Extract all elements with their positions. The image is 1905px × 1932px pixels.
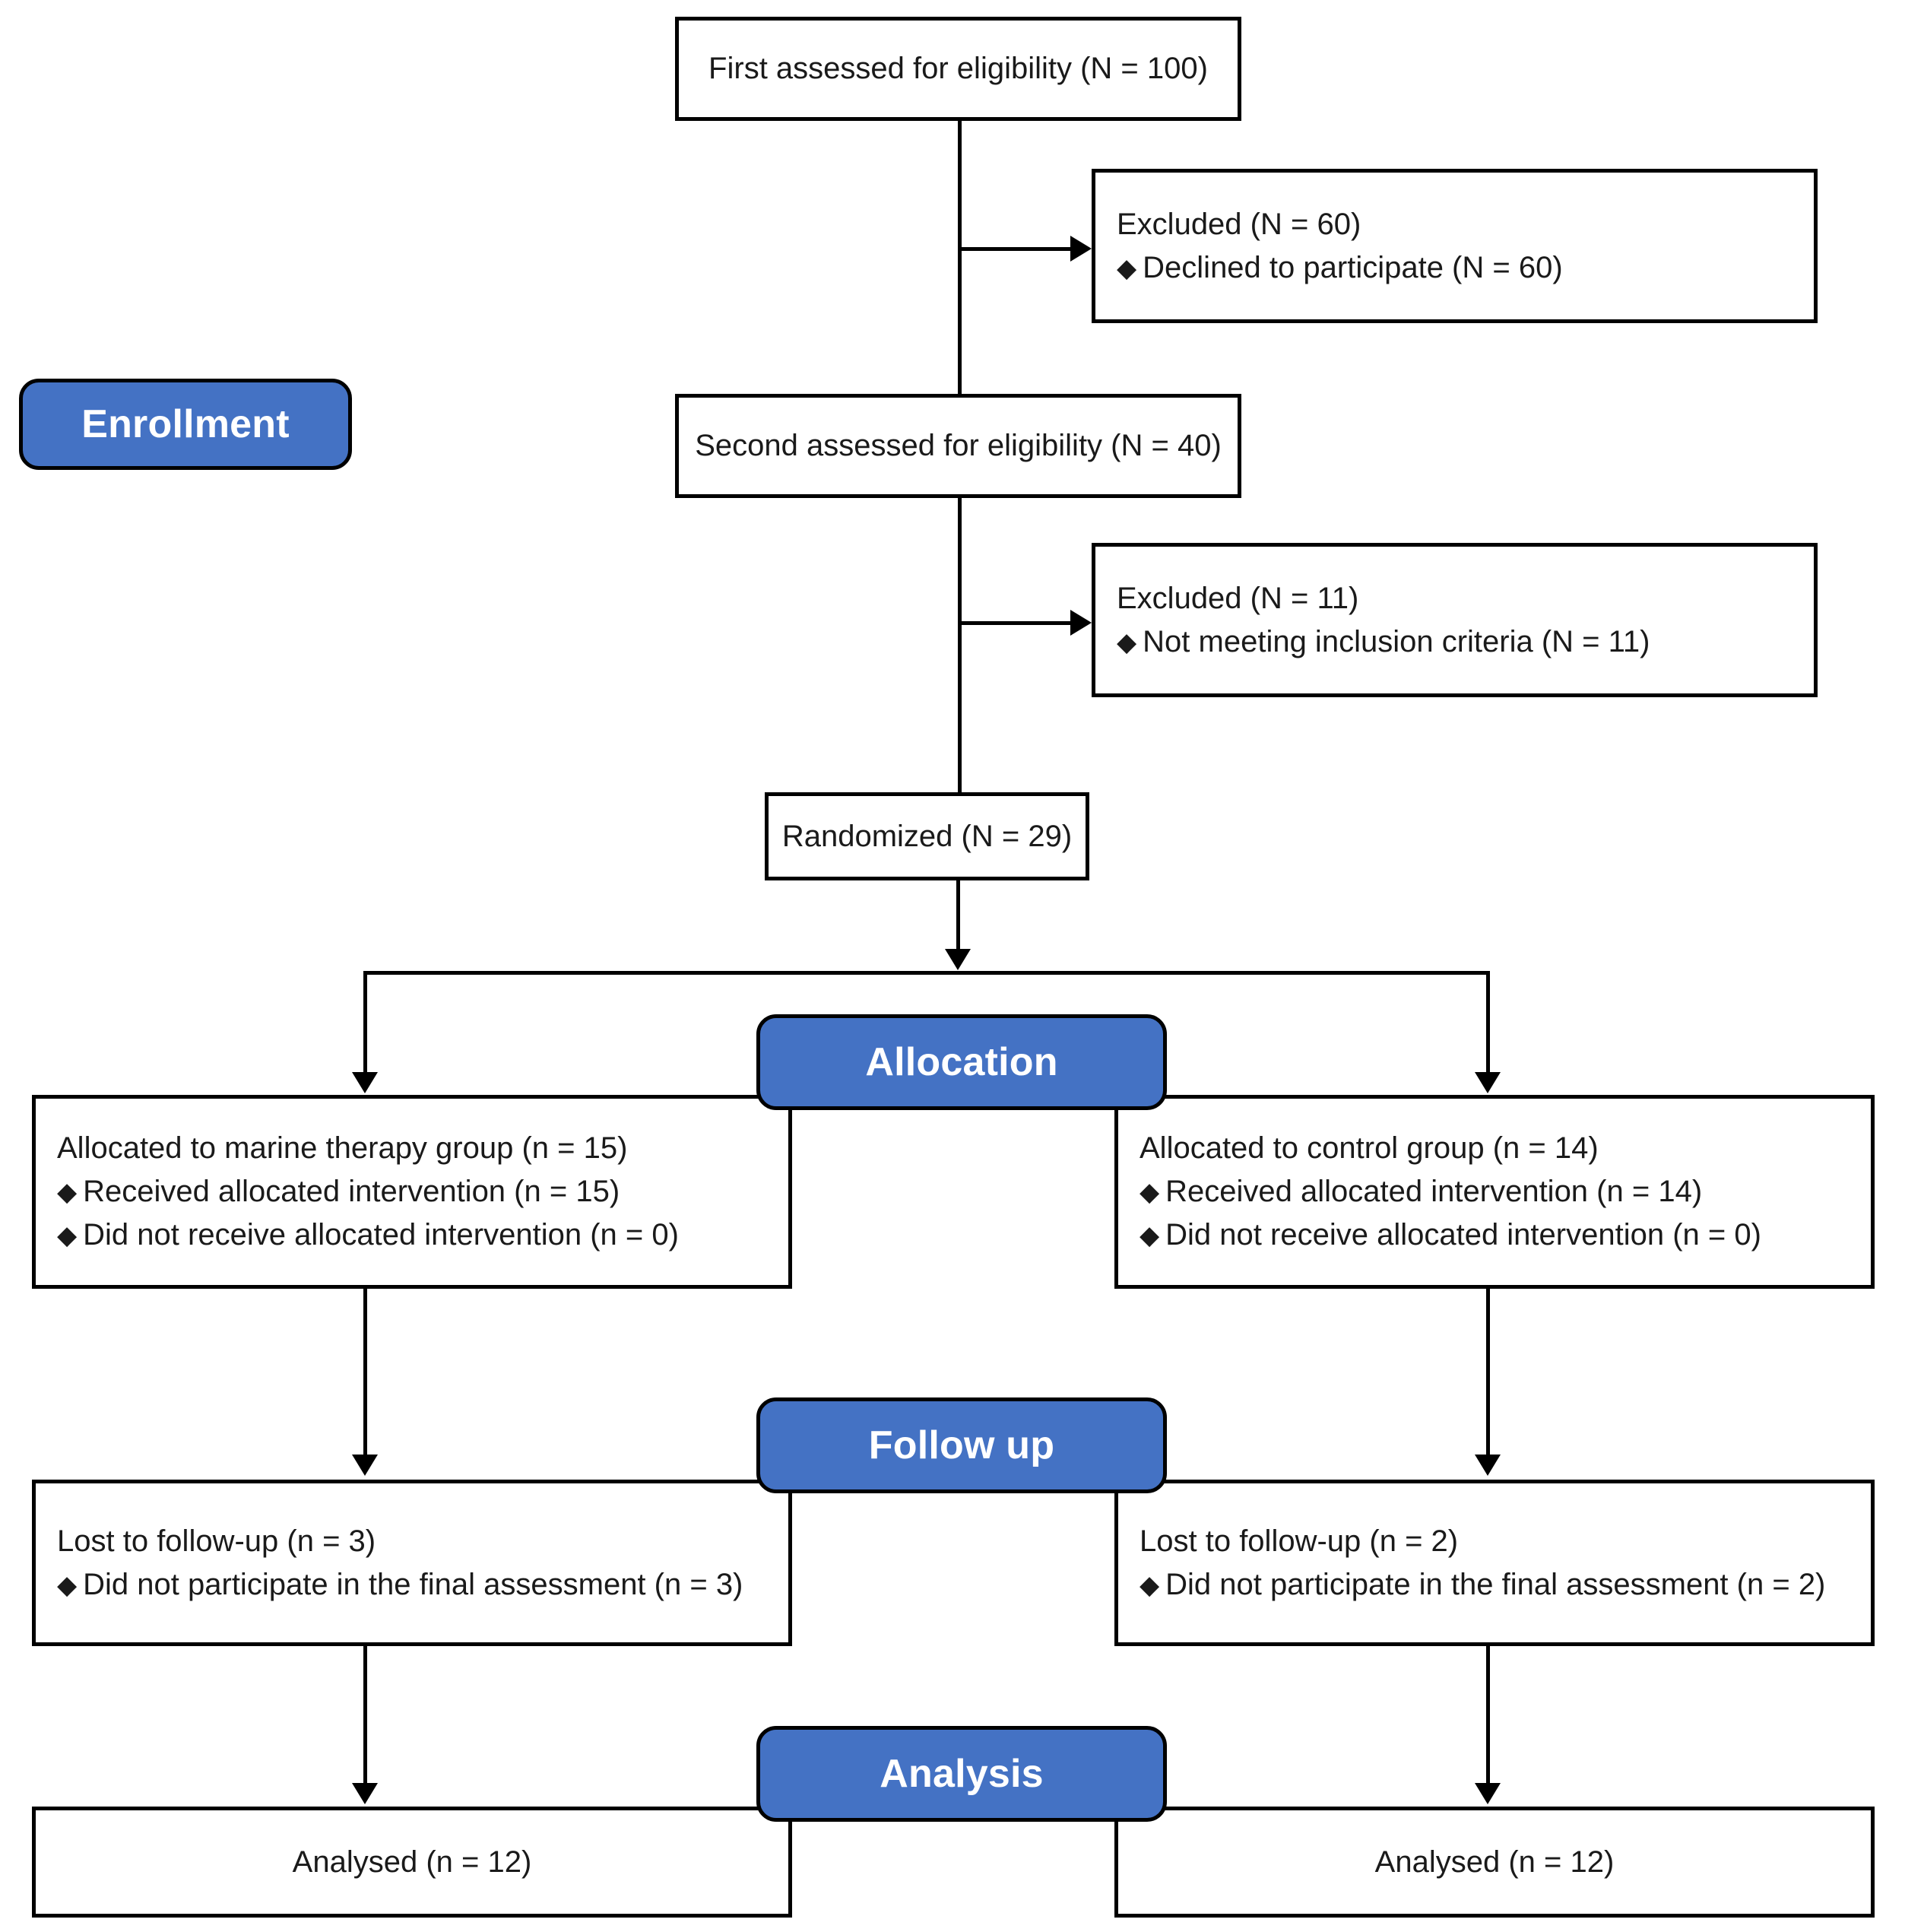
node-allocation-left-title: Allocated to marine therapy group (n = 1… [57, 1131, 628, 1166]
arrow-first-exclusion-icon [1070, 236, 1092, 262]
bullet-diamond-icon: ◆ [1140, 1220, 1160, 1250]
arrow-randomized-split-icon [945, 949, 971, 970]
arrow-allocation-right-icon [1475, 1072, 1501, 1093]
node-allocation-right: Allocated to control group (n = 14) ◆Rec… [1114, 1095, 1875, 1289]
connector-allocation-right-drop [1486, 971, 1490, 1074]
node-randomized: Randomized (N = 29) [765, 792, 1089, 880]
connector-analysis-left [363, 1645, 367, 1785]
connector-analysis-right [1486, 1645, 1490, 1785]
bullet-diamond-icon: ◆ [1117, 627, 1137, 657]
node-second-assessed-text: Second assessed for eligibility (N = 40) [695, 429, 1222, 463]
node-followup-left-detail-1-text: Did not participate in the final assessm… [83, 1567, 743, 1601]
node-allocation-right-detail-2: ◆Did not receive allocated intervention … [1140, 1213, 1761, 1257]
connector-first-to-second [958, 120, 962, 395]
node-analysis-right: Analysed (n = 12) [1114, 1807, 1875, 1918]
stage-label-enrollment-text: Enrollment [81, 402, 290, 446]
node-allocation-left-detail-1-text: Received allocated intervention (n = 15) [83, 1175, 620, 1209]
connector-allocation-split-bar [363, 971, 1490, 975]
bullet-diamond-icon: ◆ [57, 1570, 78, 1600]
node-analysis-left-text: Analysed (n = 12) [292, 1845, 532, 1879]
stage-label-followup: Follow up [756, 1397, 1167, 1493]
node-allocation-right-title: Allocated to control group (n = 14) [1140, 1131, 1599, 1166]
connector-followup-left [363, 1287, 367, 1456]
node-allocation-right-detail-1-text: Received allocated intervention (n = 14) [1165, 1175, 1703, 1209]
bullet-diamond-icon: ◆ [57, 1178, 78, 1207]
node-excluded-second-title: Excluded (N = 11) [1117, 581, 1359, 615]
node-followup-left-detail-1: ◆Did not participate in the final assess… [57, 1563, 743, 1607]
node-followup-right-detail-1-text: Did not participate in the final assessm… [1165, 1567, 1826, 1601]
stage-label-allocation: Allocation [756, 1014, 1167, 1110]
connector-followup-right [1486, 1287, 1490, 1456]
arrow-allocation-left-icon [352, 1072, 378, 1093]
node-followup-right-detail-1: ◆Did not participate in the final assess… [1140, 1563, 1825, 1607]
connector-first-exclusion [958, 247, 1072, 251]
arrow-analysis-left-icon [352, 1783, 378, 1804]
arrow-analysis-right-icon [1475, 1783, 1501, 1804]
connector-allocation-left-drop [363, 971, 367, 1074]
node-allocation-left-detail-2: ◆Did not receive allocated intervention … [57, 1213, 679, 1257]
node-excluded-second-reason-1-text: Not meeting inclusion criteria (N = 11) [1143, 624, 1650, 658]
node-followup-right-title: Lost to follow-up (n = 2) [1140, 1524, 1459, 1558]
node-followup-left: Lost to follow-up (n = 3) ◆Did not parti… [32, 1480, 792, 1646]
node-randomized-text: Randomized (N = 29) [781, 819, 1073, 853]
bullet-diamond-icon: ◆ [57, 1220, 78, 1250]
node-allocation-right-detail-2-text: Did not receive allocated intervention (… [1165, 1217, 1761, 1252]
node-excluded-first-title: Excluded (N = 60) [1117, 207, 1361, 241]
bullet-diamond-icon: ◆ [1140, 1178, 1160, 1207]
node-first-assessed-text: First assessed for eligibility (N = 100) [708, 52, 1208, 86]
bullet-diamond-icon: ◆ [1140, 1570, 1160, 1600]
connector-randomized-down [956, 879, 960, 951]
stage-label-enrollment: Enrollment [19, 379, 352, 470]
arrow-followup-right-icon [1475, 1455, 1501, 1476]
node-analysis-right-text: Analysed (n = 12) [1374, 1845, 1615, 1879]
stage-label-allocation-text: Allocation [865, 1040, 1058, 1084]
node-excluded-second: Excluded (N = 11) ◆Not meeting inclusion… [1092, 543, 1818, 697]
node-first-assessed: First assessed for eligibility (N = 100) [675, 17, 1241, 121]
node-allocation-right-detail-1: ◆Received allocated intervention (n = 14… [1140, 1170, 1702, 1213]
node-analysis-left: Analysed (n = 12) [32, 1807, 792, 1918]
node-excluded-first: Excluded (N = 60) ◆Declined to participa… [1092, 169, 1818, 323]
stage-label-analysis-text: Analysis [880, 1752, 1044, 1796]
node-allocation-left: Allocated to marine therapy group (n = 1… [32, 1095, 792, 1289]
node-allocation-left-detail-1: ◆Received allocated intervention (n = 15… [57, 1170, 620, 1213]
arrow-followup-left-icon [352, 1455, 378, 1476]
connector-second-to-randomized [958, 496, 962, 794]
connector-second-exclusion [958, 621, 1072, 625]
stage-label-analysis: Analysis [756, 1726, 1167, 1822]
arrow-second-exclusion-icon [1070, 610, 1092, 636]
node-second-assessed: Second assessed for eligibility (N = 40) [675, 394, 1241, 498]
stage-label-followup-text: Follow up [868, 1423, 1055, 1467]
node-excluded-first-reason-1: ◆Declined to participate (N = 60) [1117, 246, 1563, 290]
bullet-diamond-icon: ◆ [1117, 253, 1137, 283]
node-followup-left-title: Lost to follow-up (n = 3) [57, 1524, 376, 1558]
node-excluded-first-reason-1-text: Declined to participate (N = 60) [1143, 250, 1563, 284]
node-followup-right: Lost to follow-up (n = 2) ◆Did not parti… [1114, 1480, 1875, 1646]
node-excluded-second-reason-1: ◆Not meeting inclusion criteria (N = 11) [1117, 620, 1650, 664]
node-allocation-left-detail-2-text: Did not receive allocated intervention (… [83, 1217, 679, 1252]
